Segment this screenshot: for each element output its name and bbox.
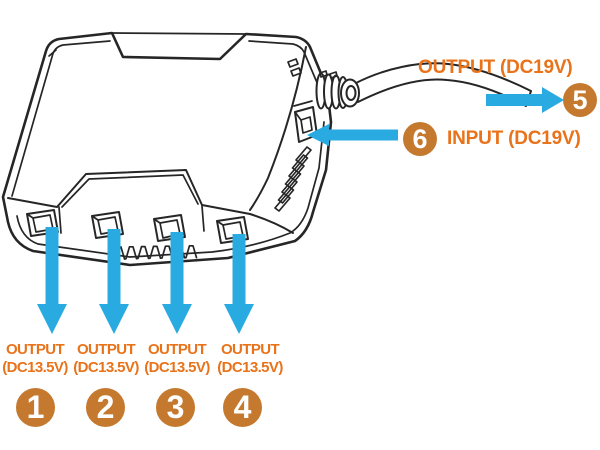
side-vent-slots (274, 58, 312, 212)
arrow-output-cable (486, 87, 564, 113)
badge-5: 5 (563, 83, 597, 117)
badge-1: 1 (16, 388, 55, 427)
arrow-output-3 (162, 232, 192, 334)
front-grip-notch (58, 174, 205, 234)
label-output-port-1: OUTPUT (DC13.5V) (2, 341, 68, 376)
arrows (37, 87, 564, 334)
cable-strain-relief (315, 70, 360, 110)
label-output-port-3: OUTPUT (DC13.5V) (144, 341, 210, 376)
arrow-input (307, 124, 398, 146)
badge-3: 3 (156, 388, 195, 427)
label-output-port-4: OUTPUT (DC13.5V) (217, 341, 283, 376)
label-output-port-2: OUTPUT (DC13.5V) (73, 341, 139, 376)
badge-6: 6 (403, 122, 437, 156)
label-input-dc19v: INPUT (DC19V) (447, 128, 581, 149)
badge-4: 4 (223, 388, 262, 427)
label-output-dc19v: OUTPUT (DC19V) (418, 57, 573, 78)
arrow-output-2 (99, 229, 129, 334)
arrow-output-4 (224, 234, 254, 334)
arrow-output-1 (37, 227, 67, 334)
badge-2: 2 (86, 388, 125, 427)
